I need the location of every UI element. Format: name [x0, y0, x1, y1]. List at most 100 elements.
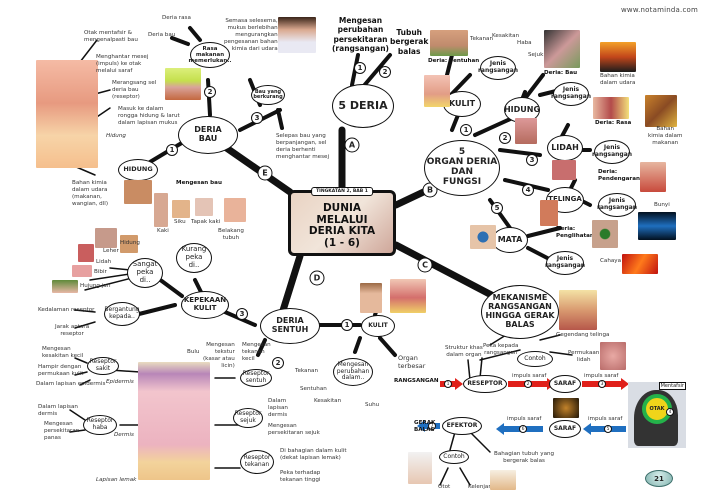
- node-kulit-sentuh[interactable]: KULIT: [361, 315, 395, 337]
- image-sneezing: [278, 17, 316, 53]
- image-light: [622, 254, 658, 274]
- node-kepekaan-kulit[interactable]: KEPEKAAN KULIT: [181, 291, 229, 319]
- flow-rangsangan: RANGSANGAN: [394, 378, 439, 384]
- node-rasa-makanan[interactable]: Rasa makanan memerlukan..: [189, 42, 231, 68]
- stimulus-bahan-kimia-makanan: Bahan kimia dalam makanan: [648, 126, 683, 146]
- badge-a1: 1: [354, 62, 366, 74]
- change-sentuhan: Sentuhan: [300, 386, 327, 392]
- node-telinga-jenis[interactable]: Jenis rangsangan: [597, 193, 637, 217]
- kurang-note-a: Semasa selesema, mukus berlebihan mengur…: [224, 18, 278, 52]
- node-reseptor-haba[interactable]: Reseptor haba: [83, 415, 117, 435]
- sakit-note-2: Hampir dengan permukaan kulit: [38, 364, 84, 377]
- image-nose-closeup: [124, 180, 152, 204]
- node-lidah-jenis[interactable]: Jenis rangsangan: [592, 140, 632, 164]
- node-hidung-jenis[interactable]: Jenis rangsangan: [551, 82, 591, 106]
- image-head-anatomy: [36, 60, 98, 168]
- node-kulit-jenis[interactable]: Jenis rangsangan: [478, 56, 518, 80]
- image-glands: [490, 470, 516, 490]
- node-reseptor-sejuk[interactable]: Reseptor sejuk: [233, 408, 263, 428]
- image-neuron: [553, 398, 579, 418]
- label-bahan-kimia-bau: Bahan kimia dalam udara (makanan, wangia…: [72, 180, 109, 207]
- very-lidah: Lidah: [96, 259, 112, 265]
- node-saraf-out[interactable]: SARAF: [549, 420, 581, 438]
- tekanan-note-1: Di bahagian dalam kulit (dekat lapisan l…: [280, 448, 347, 461]
- very-leher: Leher: [103, 248, 119, 254]
- process-menghantar: Menghantar mesej (impuls) ke otak melalu…: [96, 54, 149, 74]
- branch-letter-e: E: [257, 165, 273, 181]
- label-impuls-4: impuls saraf: [507, 416, 542, 422]
- label-deria-penglihatan: Deria: Penglihatan: [556, 226, 594, 239]
- brain-image: OTAK Mentafsir 4: [628, 382, 686, 448]
- layer-dermis: Dermis: [114, 432, 134, 438]
- branch-letter-c: C: [417, 257, 433, 273]
- badge-e3: 3: [251, 112, 263, 124]
- less-belakang-tubuh: Belakang tubuh: [218, 228, 244, 241]
- node-mata-jenis[interactable]: Jenis rangsangan: [545, 251, 585, 275]
- node-deria-sentuh[interactable]: DERIA SENTUH: [260, 308, 320, 344]
- badge-b2: 2: [499, 132, 511, 144]
- arrow-step-2: 2: [508, 378, 555, 390]
- image-sole: [195, 198, 213, 216]
- node-lidah-organ[interactable]: LIDAH: [547, 135, 583, 161]
- label-mengesan-bau: Mengesan bau: [176, 180, 222, 186]
- sakit-note-3: Dalam lapisan epidermis: [36, 381, 106, 387]
- node-5-organ-deria[interactable]: 5 ORGAN DERIA DAN FUNGSI: [424, 140, 500, 196]
- stimulus-bunyi: Bunyi: [654, 202, 670, 208]
- stimulus-tekanan: Tekanan: [470, 36, 493, 42]
- image-listening: [640, 162, 666, 192]
- node-bau-berkurang[interactable]: Bau yang berkurang: [251, 85, 285, 105]
- image-blue-eye: [470, 225, 496, 249]
- image-nose-small: [120, 235, 138, 253]
- node-bergantung[interactable]: Bergantung kepada..: [104, 302, 140, 326]
- kurang-note-b: Selepas bau yang berpanjangan, sel deria…: [276, 133, 330, 160]
- node-kurang-peka[interactable]: Kurang peka di..: [176, 243, 212, 273]
- node-reseptor-sakit[interactable]: Reseptor sakit: [87, 357, 119, 375]
- node-hidung-bau[interactable]: HIDUNG: [118, 159, 158, 181]
- depends-kedalaman: Kedalaman reseptor: [38, 307, 95, 313]
- example-gegendang: Gegendang telinga: [556, 332, 610, 338]
- badge-e1: 1: [166, 144, 178, 156]
- receptor-note-struktur: Struktur khas dalam organ: [445, 345, 483, 358]
- image-neck: [95, 228, 117, 248]
- effector-note: Bahagian tubuh yang bergerak balas: [494, 451, 555, 464]
- badge-d3: 3: [236, 308, 248, 320]
- node-mengesan-perubahan[interactable]: Mengesan perubahan dalam..: [333, 358, 373, 386]
- image-ear-anatomy: [559, 290, 597, 330]
- node-mekanisme[interactable]: MEKANISME RANGSANGAN HINGGA GERAK BALAS: [481, 285, 559, 339]
- chapter-tag: TINGKATAN 2, BAB 1: [311, 187, 373, 196]
- badge-a2: 2: [379, 66, 391, 78]
- arrow-step-1: 1: [440, 378, 463, 390]
- label-deria-bau: Deria: Bau: [544, 70, 578, 76]
- image-ear: [540, 200, 558, 226]
- label-impuls-3: impuls saraf: [588, 416, 623, 422]
- arrow-step-5: 5: [583, 423, 626, 435]
- sentuh-note-2: Mengesan tekanan kecil: [242, 342, 271, 362]
- central-topic[interactable]: TINGKATAN 2, BAB 1 DUNIA MELALUI DERIA K…: [288, 187, 396, 256]
- node-mata-organ[interactable]: MATA: [492, 227, 528, 253]
- node-deria-bau[interactable]: DERIA BAU: [178, 116, 238, 154]
- node-reseptor[interactable]: RESEPTOR: [463, 375, 507, 393]
- arrow-step-3: 3: [582, 378, 629, 390]
- node-reseptor-sentuh[interactable]: Reseptor sentuh: [240, 369, 272, 387]
- node-efektor[interactable]: EFEKTOR: [442, 417, 482, 435]
- image-tongue: [552, 160, 576, 180]
- rasa-deria-bau: Deria bau: [148, 32, 176, 38]
- example-permukaan-lidah: Permukaan lidah: [568, 350, 600, 363]
- node-saraf-in[interactable]: SARAF: [549, 375, 581, 393]
- label-detect-change: Mengesan perubahan persekitaran (rangsan…: [332, 16, 389, 54]
- node-reseptor-tekanan[interactable]: Reseptor tekanan: [240, 450, 274, 474]
- node-sangat-peka[interactable]: Sangat peka di..: [127, 258, 163, 288]
- label-impuls-2: impuls saraf: [584, 373, 619, 379]
- node-contoh-receptor[interactable]: Contoh: [517, 351, 553, 367]
- label-otak: OTAK: [649, 406, 665, 412]
- node-contoh-efektor[interactable]: Contoh: [439, 450, 469, 464]
- image-sound-wave: [638, 212, 676, 240]
- sejuk-note-2: Mengesan persekitaran sejuk: [268, 423, 320, 436]
- less-tapak-kaki: Tapak kaki: [191, 219, 221, 225]
- haba-note-2: Mengesan persekitaran panas: [44, 421, 80, 441]
- rasa-deria-rasa: Deria rasa: [162, 15, 191, 21]
- label-deria-rasa: Deria: Rasa: [595, 120, 632, 126]
- process-merangsang: Merangsang sel deria bau (reseptor): [112, 80, 157, 100]
- page-number: 21: [645, 470, 673, 487]
- node-5-deria[interactable]: 5 DERIA: [332, 84, 394, 128]
